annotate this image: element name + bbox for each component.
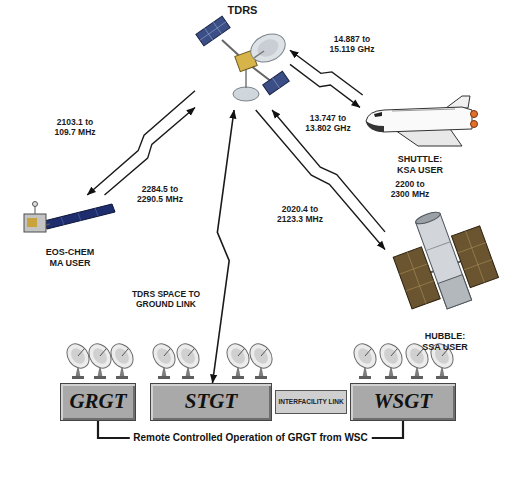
ground-terminal-box: GRGT [60, 383, 136, 421]
frequency-label: 2103.1 to 109.7 MHz [50, 118, 101, 138]
antenna-mast [35, 206, 36, 214]
aperture [414, 210, 441, 226]
antenna [33, 202, 38, 207]
ground-dish [245, 340, 276, 379]
hubble-telescope [383, 199, 502, 321]
aft-shroud [438, 275, 472, 309]
gold-foil [27, 218, 37, 227]
lower-dish [233, 87, 259, 101]
signal-link [104, 108, 195, 195]
panel-grid [406, 281, 434, 291]
solar-array [44, 204, 115, 229]
array-arm [46, 224, 50, 225]
panel-face [196, 16, 230, 46]
frequency-label: 2200 to 2300 MHz [385, 180, 436, 200]
panel-grid [273, 78, 280, 88]
ground-dish [84, 340, 115, 379]
shuttle-engine [471, 111, 478, 118]
interfacility-link-box: INTERFACILITY LINK [275, 390, 347, 414]
ground-dish [62, 340, 93, 379]
panel-grid [464, 260, 492, 270]
main-dish [246, 29, 290, 68]
shuttle-engine [471, 121, 478, 128]
link-label: TDRS SPACE TO GROUND LINK [125, 290, 207, 310]
user-spacecraft-node: HUBBLE: SSA USER [385, 205, 505, 352]
signal-link [256, 110, 385, 249]
node-label: EOS-CHEM MA USER [41, 247, 99, 268]
dish-arm [254, 51, 264, 58]
shuttle-tail [446, 96, 470, 108]
panel-grid [466, 231, 485, 283]
solar-panel [263, 71, 290, 95]
satellite-body [24, 214, 46, 232]
tube-ring [426, 242, 450, 251]
node-label: INTERFACILITY LINK [278, 398, 343, 405]
panel-grid [399, 264, 427, 274]
ground-dish [148, 340, 179, 379]
signal-link [213, 110, 235, 383]
ground-dish [349, 340, 380, 379]
shuttle-underside [366, 121, 384, 132]
frequency-label: 2020.4 to 2123.3 MHz [275, 205, 326, 225]
panel-grid [200, 22, 226, 40]
ground-dish [172, 340, 203, 379]
satellite-node: TDRS [195, 4, 290, 110]
signal-link [290, 64, 360, 107]
dish-arm [245, 68, 247, 88]
node-label: WSGT [374, 390, 432, 413]
signal-link [272, 110, 385, 232]
shuttle-window [374, 112, 382, 117]
tdrs-satellite [196, 16, 290, 101]
eos-chem-satellite [24, 202, 115, 233]
node-label: STGT [185, 390, 238, 413]
ground-terminal-box: WSGT [350, 383, 456, 421]
signal-link [87, 91, 195, 195]
panel-grid [407, 252, 426, 304]
node-label: GRGT [69, 390, 126, 413]
frequency-label: 2284.5 to 2290.5 MHz [135, 185, 186, 205]
node-label: TDRS [228, 4, 258, 17]
frequency-label: 14.887 to 15.119 GHz [327, 35, 378, 55]
link-label: Remote Controlled Operation of GRGT from… [129, 432, 371, 444]
node-label: HUBBLE: SSA USER [416, 331, 474, 352]
array-grid [61, 217, 64, 225]
ground-dish [106, 340, 137, 379]
shuttle-fuselage [366, 107, 472, 132]
array-grid [78, 213, 81, 221]
user-spacecraft-node: EOS-CHEM MA USER [20, 195, 120, 268]
ground-dish [375, 340, 406, 379]
payload-bay-line [392, 109, 455, 111]
array-grid [95, 208, 98, 216]
solar-panel [196, 16, 230, 46]
panel-face [263, 71, 290, 95]
ground-dish [222, 340, 253, 379]
frequency-label: 13.747 to 13.802 GHz [303, 114, 354, 134]
connector-group [87, 50, 403, 438]
space-shuttle [366, 96, 478, 146]
panel-grid [458, 243, 486, 253]
user-spacecraft-node: SHUTTLE: KSA USER [360, 95, 480, 175]
ground-terminal-box: STGT [150, 383, 272, 421]
main-dish-inner [255, 36, 282, 60]
node-label: SHUTTLE: KSA USER [391, 154, 449, 175]
telescope-tube [416, 214, 472, 309]
